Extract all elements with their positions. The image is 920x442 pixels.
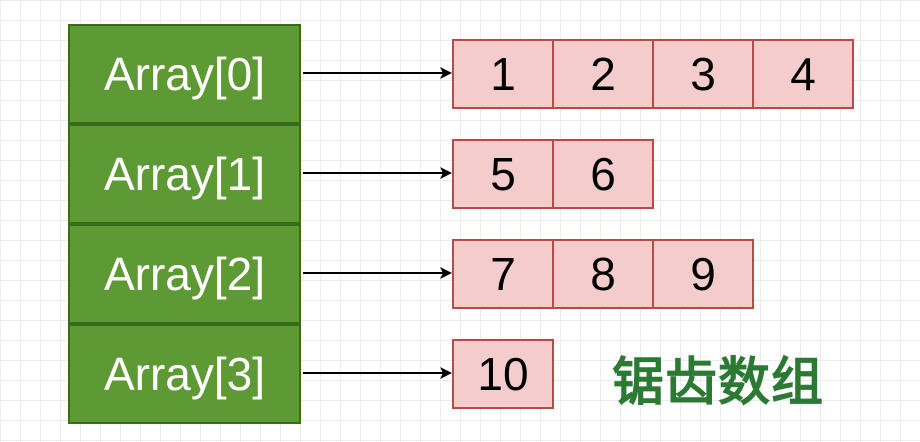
- array-cell: 6: [552, 139, 654, 209]
- diagram-label: 锯齿数组: [612, 353, 825, 413]
- array-cell: 4: [752, 39, 854, 109]
- outer-array-element-label: Array[0]: [103, 48, 266, 100]
- outer-array-element-0: Array[0]: [68, 24, 301, 124]
- outer-array: Array[0] Array[1] Array[2] Array[3]: [68, 24, 301, 424]
- array-cell: 5: [452, 139, 554, 209]
- array-cell: 9: [652, 239, 754, 309]
- inner-array-2: 7 8 9: [452, 239, 754, 309]
- outer-array-element-label: Array[1]: [103, 148, 266, 200]
- outer-array-element-2: Array[2]: [68, 224, 301, 324]
- inner-array-3: 10: [452, 339, 554, 409]
- array-cell: 3: [652, 39, 754, 109]
- outer-array-element-1: Array[1]: [68, 124, 301, 224]
- array-cell: 7: [452, 239, 554, 309]
- outer-array-element-label: Array[2]: [103, 248, 266, 300]
- inner-array-0: 1 2 3 4: [452, 39, 854, 109]
- array-cell: 8: [552, 239, 654, 309]
- inner-array-1: 5 6: [452, 139, 654, 209]
- array-cell: 2: [552, 39, 654, 109]
- outer-array-element-3: Array[3]: [68, 324, 301, 424]
- array-cell: 10: [452, 339, 554, 409]
- outer-array-element-label: Array[3]: [103, 348, 266, 400]
- array-cell: 1: [452, 39, 554, 109]
